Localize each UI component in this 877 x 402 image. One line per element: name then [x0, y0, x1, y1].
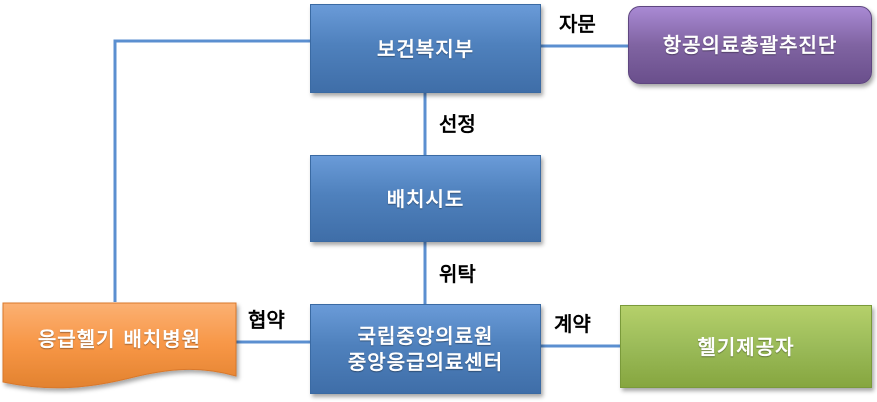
nmc-label-line1: 국립중앙의료원 — [357, 324, 494, 348]
air-medical-team-node: 항공의료총괄추진단 — [628, 6, 872, 84]
heli-provider-node: 헬기제공자 — [620, 305, 872, 388]
connector-hospital-ministry — [113, 39, 310, 302]
air-medical-team-label: 항공의료총괄추진단 — [662, 33, 838, 57]
ministry-node: 보건복지부 — [310, 4, 541, 93]
edge-label-contract: 계약 — [554, 312, 591, 336]
nmc-node: 국립중앙의료원 중앙응급의료센터 — [310, 304, 541, 394]
ministry-label: 보건복지부 — [377, 36, 474, 61]
nmc-label-line2: 중앙응급의료센터 — [347, 350, 504, 374]
hospital-label: 응급헬기 배치병원 — [37, 327, 202, 351]
hospital-node: 응급헬기 배치병원 — [3, 303, 236, 375]
edge-label-agreement: 협약 — [248, 308, 285, 332]
heli-provider-label: 헬기제공자 — [697, 334, 795, 359]
province-label: 배치시도 — [386, 186, 465, 211]
province-node: 배치시도 — [310, 155, 541, 242]
edge-label-delegation: 위탁 — [439, 262, 476, 286]
edge-label-selection: 선정 — [439, 112, 476, 136]
edge-label-advice: 자문 — [559, 12, 596, 36]
